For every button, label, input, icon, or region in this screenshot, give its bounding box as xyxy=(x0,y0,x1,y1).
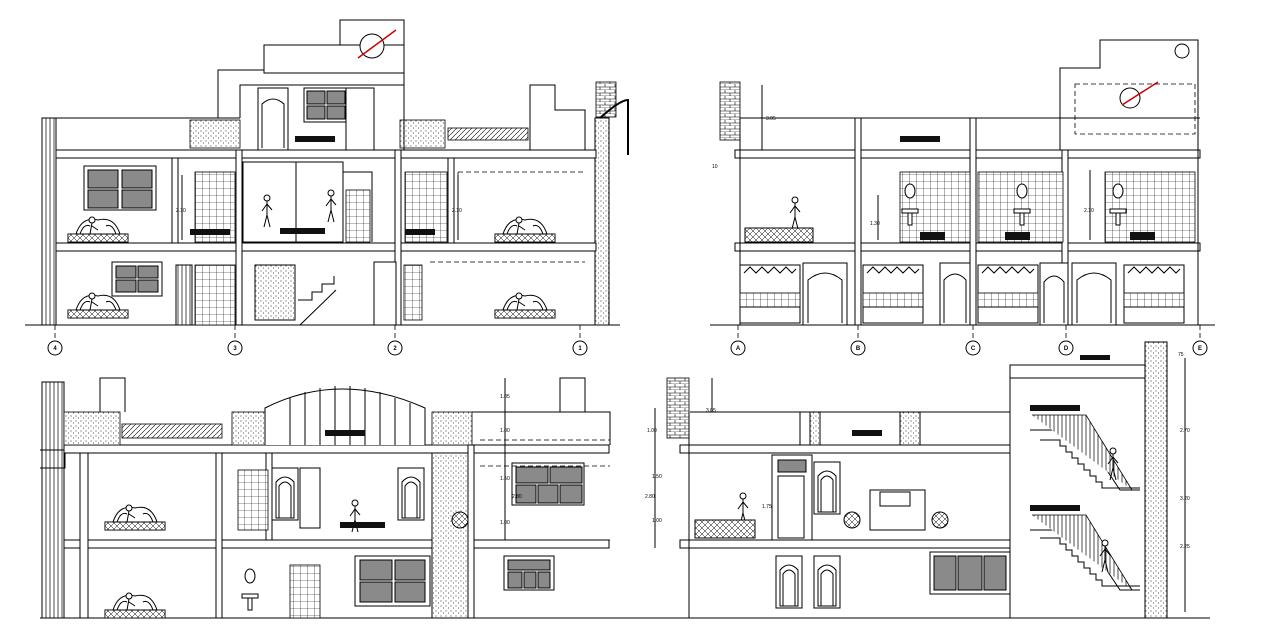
dim-br-8: 2.25 xyxy=(1180,544,1190,550)
grid-bubble-2: 2 xyxy=(387,340,403,356)
svg-text:B: B xyxy=(856,346,861,352)
grid-bubble-a: A xyxy=(730,340,746,356)
dim-2-10-top-right: 2.10 xyxy=(1084,208,1094,214)
grid-bubble-1: 1 xyxy=(572,340,588,356)
svg-text:C: C xyxy=(971,346,976,352)
dim-bl-2: 1.00 xyxy=(500,428,510,434)
grid-label-4: 4 xyxy=(53,346,57,352)
svg-text:E: E xyxy=(1198,346,1202,352)
svg-text:A: A xyxy=(736,346,741,352)
grid-bubble-4: 4 xyxy=(47,340,63,356)
section-bottom-right: 1.00 3.05 2.80 1.50 1.00 1.75 2.70 2.25 … xyxy=(640,341,1210,619)
grid-bubble-3: 3 xyxy=(227,340,243,356)
dim-bl-5: 1.00 xyxy=(500,520,510,526)
dim-br-1: 1.00 xyxy=(647,428,657,434)
section-bottom-left: 1.05 1.00 1.50 2.80 1.00 xyxy=(40,377,640,619)
grid-bubble-b: B xyxy=(850,340,866,356)
dim-br-6: 1.75 xyxy=(762,504,772,510)
dim-br-3: 2.80 xyxy=(645,494,655,500)
section-top-right: 3.05 1.30 2.10 10 A B C D E xyxy=(710,39,1215,356)
dim-3-05-top-right: 3.05 xyxy=(766,116,776,122)
grid-label-3: 3 xyxy=(233,346,237,352)
dim-1-30: 1.30 xyxy=(870,221,880,227)
dim-br-4: 1.50 xyxy=(652,474,662,480)
grid-label-1: 1 xyxy=(578,346,582,352)
grid-bubble-d: D xyxy=(1058,340,1074,356)
section-top-left: 2.10 2.10 4 3 2 1 xyxy=(25,19,629,356)
grid-bubble-c: C xyxy=(965,340,981,356)
dim-bl-4: 2.80 xyxy=(512,494,522,500)
dim-2-10-right: 2.10 xyxy=(452,208,462,214)
dim-br-2: 3.05 xyxy=(706,408,716,414)
dim-bl-1: 1.05 xyxy=(500,394,510,400)
dim-bl-3: 1.50 xyxy=(500,476,510,482)
dim-br-7: 2.70 xyxy=(1180,428,1190,434)
dim-br-10: 75 xyxy=(1178,352,1184,358)
grid-bubble-e: E xyxy=(1192,340,1208,356)
svg-text:D: D xyxy=(1064,346,1069,352)
dim-br-9: 3.20 xyxy=(1180,496,1190,502)
dim-2-10-left: 2.10 xyxy=(176,208,186,214)
dim-br-5: 1.00 xyxy=(652,518,662,524)
dim-10: 10 xyxy=(712,164,718,170)
grid-label-2: 2 xyxy=(393,346,397,352)
